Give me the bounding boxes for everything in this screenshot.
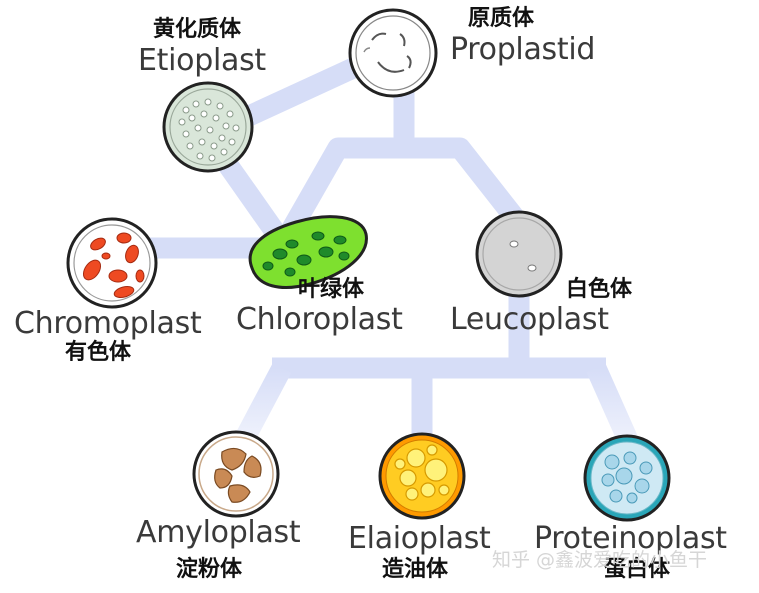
amyloplast-icon (192, 430, 280, 518)
connector-etioplast-chloroplast (219, 158, 287, 243)
etioplast-label: Etioplast (138, 43, 266, 78)
elaioplast-icon (378, 432, 466, 520)
chromoplast-icon (66, 217, 158, 309)
amyloplast-label: Amyloplast (136, 515, 301, 550)
etioplast-icon (162, 81, 254, 173)
connector-to-proteinoplast (586, 363, 638, 445)
connector-proplastid-etioplast (231, 54, 367, 132)
proplastid-label: Proplastid (450, 32, 596, 67)
leucoplast-label: Leucoplast (450, 302, 609, 337)
amyloplast-label-zh: 淀粉体 (176, 557, 243, 582)
proplastid-label-zh: 原质体 (468, 6, 535, 31)
connector-fading-lines (236, 363, 638, 445)
chromoplast-label: Chromoplast (14, 306, 202, 341)
connector-lines (148, 54, 606, 440)
connector-to-amyloplast (236, 363, 292, 441)
proplastid-icon (348, 8, 438, 98)
leucoplast-icon (475, 210, 563, 298)
chromoplast-label-zh: 有色体 (65, 340, 132, 365)
watermark: 知乎 @鑫波爱吃的小鱼干 (492, 549, 708, 571)
chloroplast-label: Chloroplast (236, 302, 403, 337)
proteinoplast-label-zh: 蛋白体 (604, 557, 671, 582)
connector-branch-leucoplast (404, 137, 524, 225)
proteinoplast-label: Proteinoplast (534, 521, 727, 556)
chloroplast-label-zh: 叶绿体 (298, 277, 365, 302)
etioplast-label-zh: 黄化质体 (153, 17, 242, 42)
chloroplast-icon (248, 215, 368, 289)
leucoplast-label-zh: 白色体 (566, 277, 633, 302)
connector-branch-chloroplast (280, 137, 404, 238)
proteinoplast-icon (583, 434, 671, 522)
elaioplast-label: Elaioplast (348, 521, 491, 556)
elaioplast-label-zh: 造油体 (382, 557, 449, 582)
